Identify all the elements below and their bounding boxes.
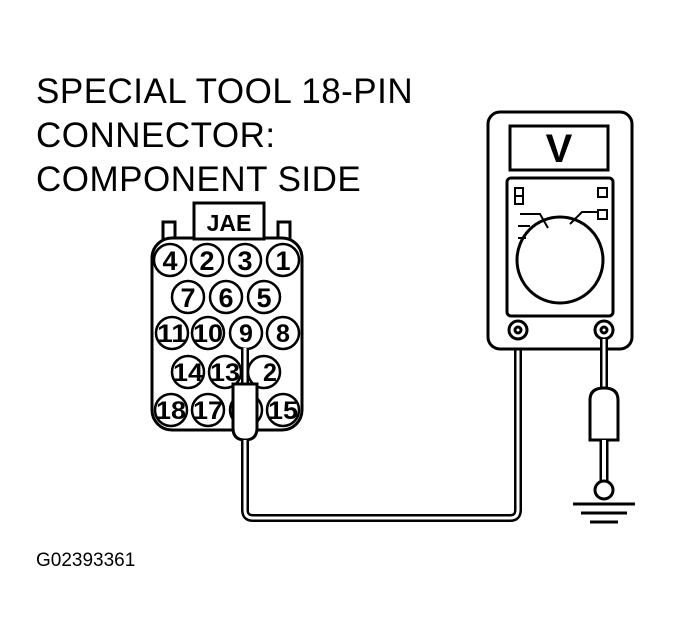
figure-id: G02393361 [36,550,136,571]
meter-display-symbol: V [546,127,573,171]
pin-15 [265,392,301,428]
pin-label-4: 4 [162,246,177,276]
pin-row-2 [170,279,282,315]
pin-label-18: 18 [156,397,186,425]
pin-label-14: 14 [173,359,203,387]
pin-18 [153,392,189,428]
pin-label-7: 7 [180,283,195,313]
pin-17 [190,392,226,428]
ground-clip [593,479,615,501]
pin-4 [152,242,188,278]
ground-lead [588,339,620,501]
pin-label-6: 6 [218,283,233,313]
pin-row-1 [152,242,301,278]
meter-indicator-top [597,187,608,198]
pin-label-11: 11 [157,320,187,348]
meter-indicator-bottom [597,209,608,220]
meter-range-ticks [518,213,549,239]
ground-probe-handle [588,386,620,442]
pin-10 [190,315,226,351]
pin-label-12: 2 [263,359,277,387]
pin-label-5: 5 [256,283,271,313]
pin-label-13: 13 [210,359,240,387]
pin-6 [208,279,244,315]
title-line-3: COMPONENT SIDE [36,160,362,199]
pin-label-10: 10 [193,320,223,348]
pin-11 [154,315,190,351]
pin-14 [170,354,206,390]
pin-8 [265,315,301,351]
pin-7 [170,279,206,315]
title-line-2: CONNECTOR: [36,116,276,155]
title-line-1: SPECIAL TOOL 18-PIN [36,72,414,111]
pin-label-8: 8 [276,320,290,348]
pin-2 [189,242,225,278]
pin-1 [265,242,301,278]
pin-3 [227,242,263,278]
pin-label-3: 3 [237,246,252,276]
meter-dial [515,215,605,305]
pin-row-3 [154,315,301,351]
meter-display [508,124,610,172]
pin-label-2: 2 [199,246,214,276]
pin-label-1: 1 [275,246,290,276]
probe-handle [231,382,259,442]
pin-label-17: 17 [193,397,223,425]
pin-5 [246,279,282,315]
pin-label-9: 9 [239,320,253,348]
pin-row-4 [170,354,282,390]
ground-icon [573,502,635,524]
pin-label-15: 15 [268,397,298,425]
multimeter [486,110,634,351]
connector-key [192,201,266,241]
connector-brand-label: JAE [207,210,252,236]
